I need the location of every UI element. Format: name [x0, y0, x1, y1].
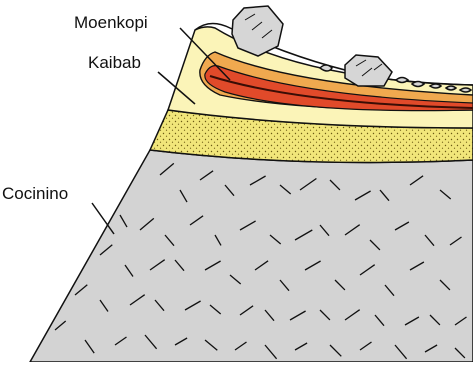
boulder-7 [446, 86, 456, 90]
kaibab-label: Kaibab [88, 53, 141, 72]
cocinino-layer [30, 150, 473, 362]
boulder-5 [412, 82, 424, 87]
moenkopi-label: Moenkopi [74, 13, 148, 32]
boulder-6 [430, 84, 441, 88]
cocinino-label: Cocinino [2, 184, 68, 203]
boulder-3 [320, 65, 332, 71]
boulder-4 [396, 78, 408, 83]
boulder-8 [460, 88, 471, 92]
